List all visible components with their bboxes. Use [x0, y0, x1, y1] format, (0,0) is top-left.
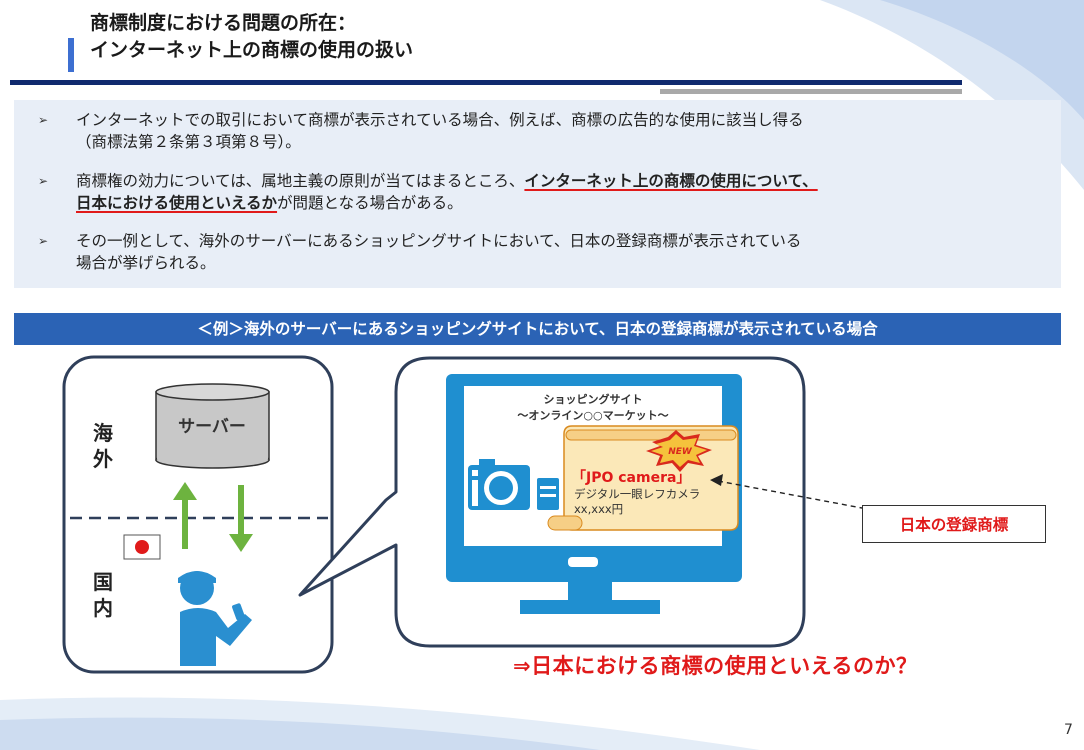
bullet-2-emphasis-2: 日本における使用といえるか	[76, 194, 278, 212]
arrow-down-icon	[229, 485, 253, 552]
person-with-phone-icon	[178, 571, 252, 666]
bullet-2-emphasis-1: インターネット上の商標の使用について、	[524, 172, 818, 190]
bullet-3-line-2: 場合が挙げられる。	[76, 254, 216, 272]
question-text: ⇒日本における商標の使用といえるのか？	[513, 654, 918, 678]
product-description: デジタル一眼レフカメラ	[574, 487, 700, 501]
server-label: サーバー	[178, 417, 246, 437]
domestic-label-1: 国	[93, 570, 113, 594]
overseas-label-1: 海	[93, 421, 113, 445]
site-title: ショッピングサイト	[544, 392, 643, 406]
bullet-box: ➢ インターネットでの取引において商標が表示されている場合、例えば、商標の広告的…	[14, 100, 1061, 288]
arrow-up-icon	[173, 482, 197, 549]
domestic-label-2: 内	[93, 596, 113, 620]
overseas-label-2: 外	[93, 447, 113, 471]
title-rule-secondary	[660, 89, 962, 94]
camera-icon	[468, 459, 559, 510]
bullet-marker-icon: ➢	[38, 113, 49, 127]
japan-flag-icon	[123, 534, 161, 560]
bullet-3-line-1: その一例として、海外のサーバーにあるショッピングサイトにおいて、日本の登録商標が…	[76, 232, 802, 250]
bullet-1-text-a: インターネットでの取引において商標が表示されている場合、例えば、	[76, 111, 572, 129]
bullet-1-text-c: 広告的な使用に該当し得る	[617, 111, 804, 129]
page-title: 商標制度における問題の所在： インターネット上の商標の使用の扱い	[90, 10, 413, 64]
product-price: xx,xxx円	[574, 502, 623, 516]
bullet-2-text-a: 商標権の効力については、属地主義の原則が当てはまるところ、	[76, 172, 525, 190]
new-badge-icon	[646, 430, 712, 472]
title-rule	[10, 80, 962, 85]
registered-trademark-label: 日本の登録商標	[862, 505, 1046, 543]
server-icon	[155, 383, 270, 469]
product-name: 「JPO camera」	[572, 469, 690, 486]
example-heading-bar: ＜例＞海外のサーバーにあるショッピングサイトにおいて、日本の登録商標が表示されて…	[14, 313, 1061, 345]
new-badge-text: NEW	[668, 447, 693, 457]
page-number: 7	[1064, 722, 1073, 738]
title-line-1: 商標制度における問題の所在：	[90, 12, 357, 34]
site-subtitle: ～オンライン○○マーケット～	[517, 409, 668, 422]
trademark-pointer-head-icon	[710, 474, 723, 486]
bullet-1-line-2: （商標法第２条第３項第８号）。	[76, 133, 301, 151]
trademark-pointer	[717, 480, 863, 509]
bullet-marker-icon: ➢	[38, 234, 49, 248]
title-accent-bar	[68, 38, 74, 72]
bullet-2-text-c: が問題となる場合がある。	[277, 194, 463, 212]
title-line-2: インターネット上の商標の使用の扱い	[90, 39, 414, 61]
bullet-marker-icon: ➢	[38, 174, 49, 188]
bullet-1-text-b: 商標の	[571, 111, 618, 129]
